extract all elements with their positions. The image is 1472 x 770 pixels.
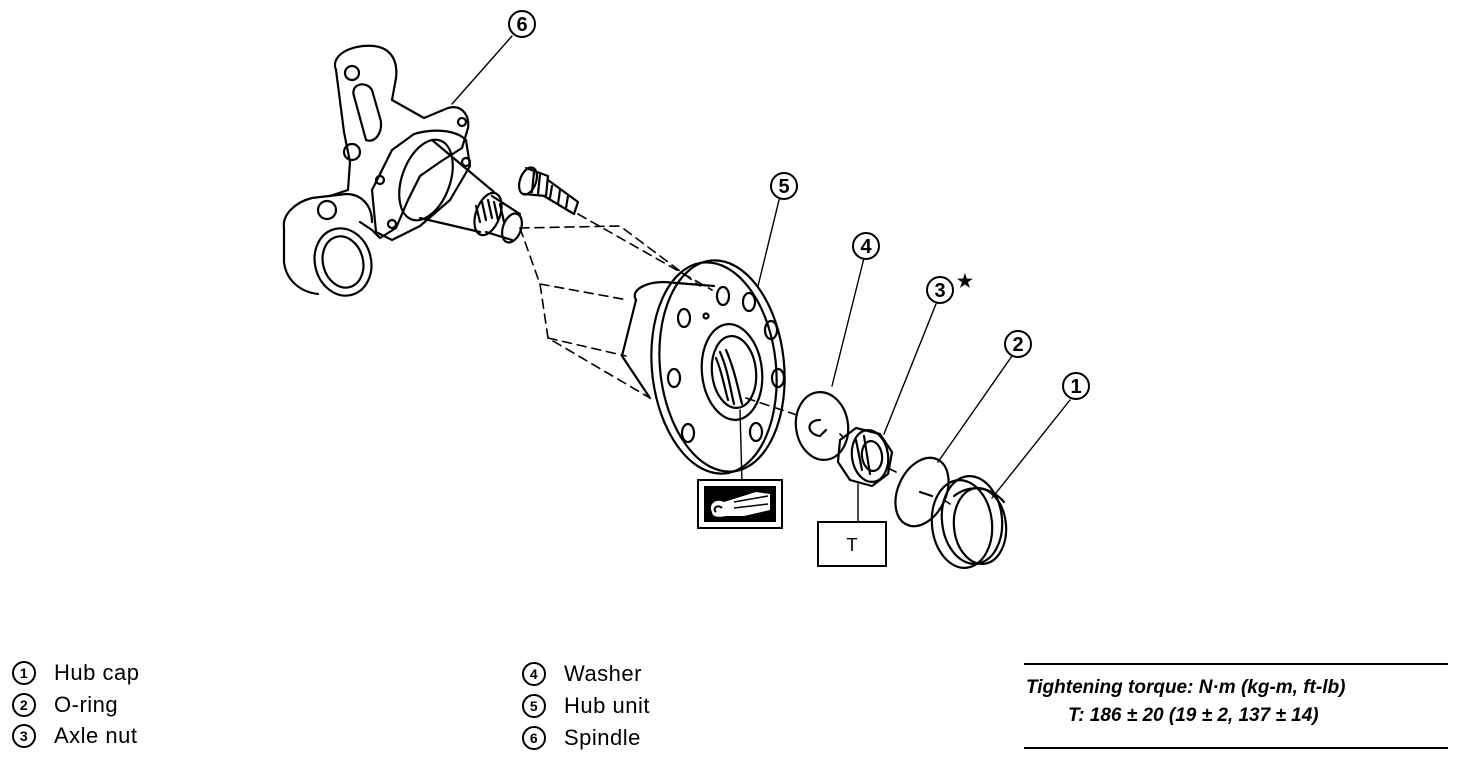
callout-2: 2	[1004, 330, 1032, 358]
callout-6-number: 6	[516, 14, 527, 36]
callout-5-number: 5	[778, 176, 789, 198]
leader-lines	[451, 35, 1071, 523]
legend-item-o-ring: 2 O-ring	[12, 692, 118, 718]
legend-item-hub-cap: 1 Hub cap	[12, 660, 139, 686]
legend-label: Hub cap	[54, 660, 140, 685]
torque-spec-value: T: 186 ± 20 (19 ± 2, 137 ± 14)	[1068, 705, 1319, 726]
torque-spec-box: Tightening torque: N·m (kg-m, ft-lb) T: …	[1024, 663, 1448, 749]
legend-label: Axle nut	[54, 723, 138, 748]
callouts: 6 5 4 3 ★ 2 1	[508, 10, 1090, 400]
washer	[794, 391, 850, 461]
legend-label: O-ring	[54, 692, 119, 717]
callout-2-number: 2	[1012, 334, 1023, 356]
callout-1-number: 1	[1070, 376, 1081, 398]
torque-tool-box: T	[817, 521, 887, 567]
callout-4-number: 4	[860, 236, 872, 258]
star-mark: ★	[957, 271, 974, 291]
hub-unit	[620, 259, 786, 475]
torque-tool-label: T	[847, 535, 858, 555]
wheel-stud	[517, 166, 580, 216]
legend-item-hub-unit: 5 Hub unit	[522, 693, 650, 719]
callout-5: 5	[770, 172, 798, 200]
legend-number: 5	[522, 694, 546, 718]
axle-nut	[836, 426, 894, 488]
grease-symbol-icon	[697, 479, 783, 529]
callout-6: 6	[508, 10, 536, 38]
legend-number: 4	[522, 662, 546, 686]
legend-item-axle-nut: 3 Axle nut	[12, 723, 138, 749]
assembly-guide-lines	[519, 213, 951, 505]
callout-1: 1	[1062, 372, 1090, 400]
callout-4: 4	[852, 232, 880, 260]
legend-item-spindle: 6 Spindle	[522, 725, 641, 751]
legend-label: Spindle	[564, 725, 641, 750]
legend-label: Washer	[564, 661, 642, 686]
legend-number: 6	[522, 726, 546, 750]
legend-number: 3	[12, 724, 36, 748]
spindle-knuckle	[282, 44, 523, 297]
callout-3: 3 ★	[926, 271, 974, 304]
hub-cap	[930, 475, 1008, 569]
legend-item-washer: 4 Washer	[522, 661, 642, 687]
legend-label: Hub unit	[564, 693, 650, 718]
legend-number: 2	[12, 693, 36, 717]
torque-spec-title: Tightening torque: N·m (kg-m, ft-lb)	[1026, 677, 1346, 698]
legend-number: 1	[12, 661, 36, 685]
callout-3-number: 3	[934, 280, 945, 302]
